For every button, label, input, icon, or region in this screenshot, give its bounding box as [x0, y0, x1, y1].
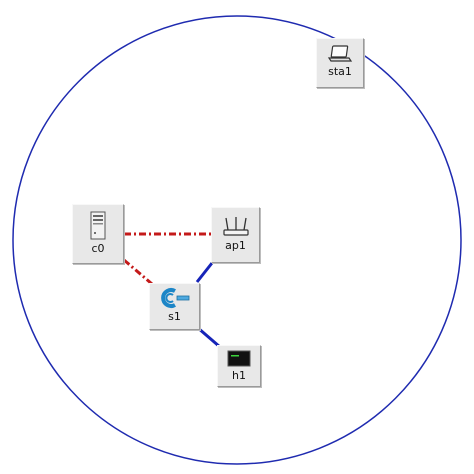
node-label: ap1: [225, 239, 246, 252]
node-label: sta1: [328, 65, 352, 78]
link-s1-ap1[interactable]: [195, 262, 214, 283]
terminal-icon: [227, 350, 251, 367]
node-s1[interactable]: s1: [149, 283, 200, 330]
laptop-icon: [327, 45, 353, 62]
node-label: s1: [168, 310, 181, 323]
access-point-icon: [222, 217, 249, 236]
link-s1-h1[interactable]: [197, 326, 221, 349]
node-label: h1: [232, 369, 246, 382]
node-c0[interactable]: c0: [72, 204, 124, 264]
wireless-range-circle: [12, 15, 462, 465]
link-c0-s1[interactable]: [123, 258, 153, 286]
node-ap1[interactable]: ap1: [211, 207, 260, 263]
node-h1[interactable]: h1: [217, 345, 261, 387]
switch-icon: [160, 288, 189, 308]
server-icon: [90, 211, 106, 240]
node-sta1[interactable]: sta1: [316, 38, 364, 88]
node-label: c0: [91, 242, 105, 255]
